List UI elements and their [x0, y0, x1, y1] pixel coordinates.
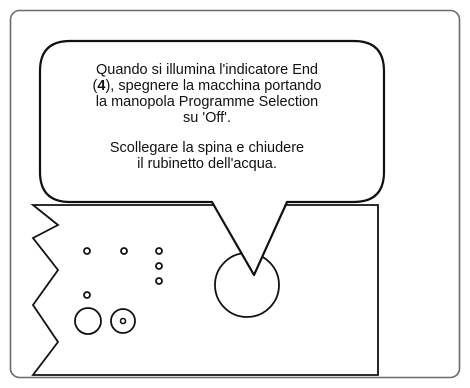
instruction-line-5: Scollegare la spina e chiudere: [109, 140, 305, 156]
indicator-number: 4: [97, 78, 106, 94]
button-large: [74, 307, 102, 335]
instruction-line-2: ), spegnere la macchina portando: [105, 78, 322, 94]
instruction-line-4: su 'Off'.: [183, 110, 231, 126]
instruction-line-6: il rubinetto dell'acqua.: [137, 156, 277, 172]
indicator-light-5: [83, 291, 91, 299]
instruction-text: Quando si illumina l'indicatore End (4),…: [40, 62, 374, 172]
machine-control-panel: [30, 204, 379, 376]
instruction-paragraph-2: Scollegare la spina e chiudere il rubine…: [40, 140, 374, 172]
instruction-line-3: la manopola Programme Selection: [95, 94, 319, 110]
indicator-light-3: [155, 247, 163, 255]
instruction-paragraph-1: Quando si illumina l'indicatore End (4),…: [40, 62, 374, 126]
speech-bubble: [38, 39, 386, 277]
instruction-line-2-open: (: [92, 78, 98, 94]
indicator-light-2: [120, 247, 128, 255]
indicator-light-end: [155, 277, 163, 285]
indicator-light-1: [83, 247, 91, 255]
button-small-dot: [119, 317, 127, 325]
indicator-light-4: [155, 262, 163, 270]
instruction-line-1: Quando si illumina l'indicatore End: [95, 62, 318, 78]
